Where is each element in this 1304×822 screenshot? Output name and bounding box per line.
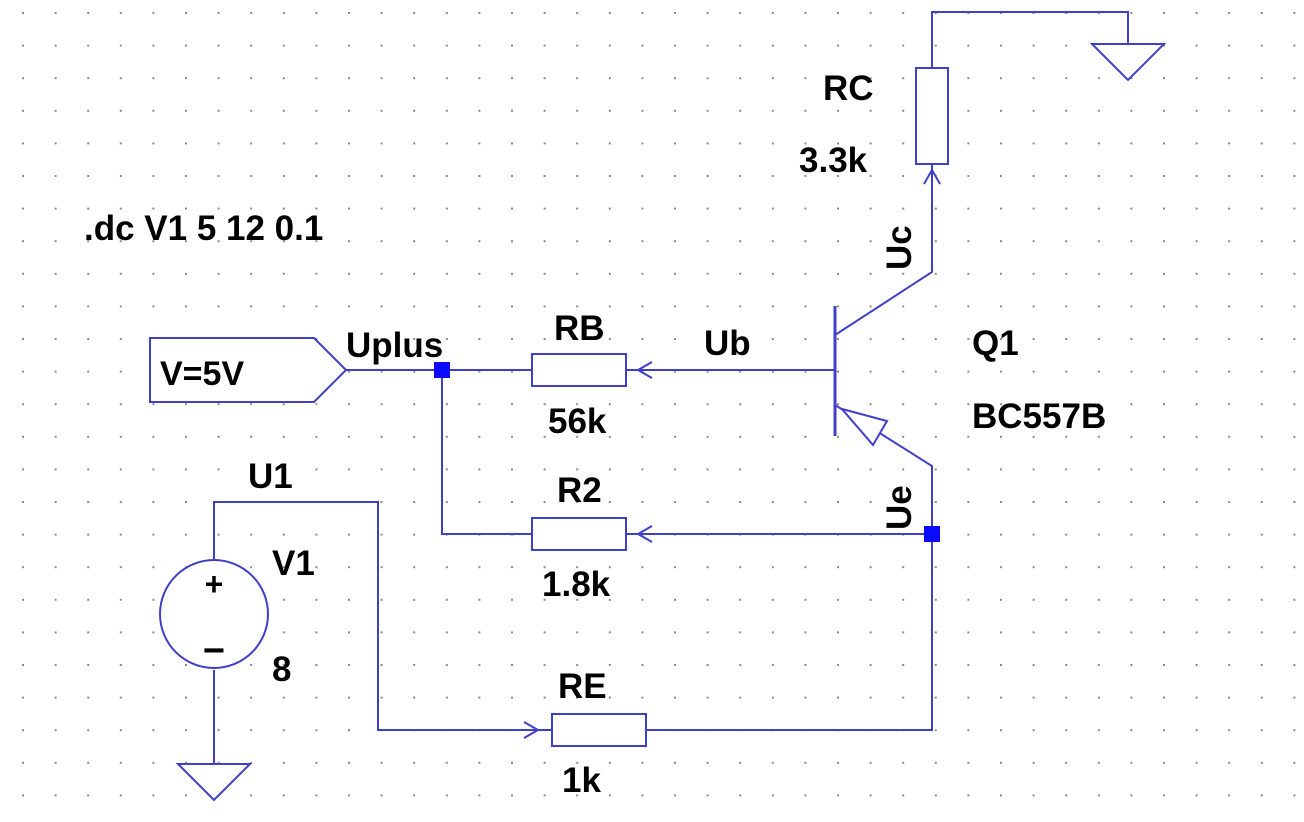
r2-name: R2	[557, 471, 602, 510]
v1-minus-sign: −	[203, 630, 225, 672]
resistor-re[interactable]	[551, 713, 647, 747]
net-label-uc: Uc	[880, 225, 919, 270]
voltage-source-v5-label: V=5V	[160, 355, 244, 393]
junction-ue	[924, 526, 940, 542]
re-value: 1k	[562, 761, 601, 800]
q1-model: BC557B	[972, 397, 1106, 436]
arrow-rc-icon	[923, 167, 941, 185]
arrow-re-icon	[523, 721, 541, 739]
v1-name: V1	[272, 544, 315, 583]
resistor-rb[interactable]	[531, 353, 627, 387]
q1-name: Q1	[972, 324, 1019, 363]
rc-name: RC	[823, 69, 874, 108]
r2-value: 1.8k	[542, 565, 611, 604]
current-arrows	[523, 167, 941, 739]
wire-uc-collector[interactable]	[834, 164, 933, 336]
net-label-ub: Ub	[704, 324, 751, 363]
resistor-r2[interactable]	[531, 517, 627, 551]
rc-value: 3.3k	[799, 141, 868, 180]
arrow-r2-icon	[635, 525, 653, 543]
net-label-ue: Ue	[880, 485, 919, 530]
wire-ue-re[interactable]	[646, 534, 933, 731]
v1-value: 8	[272, 650, 291, 689]
wires	[213, 11, 1129, 764]
net-label-u1: U1	[248, 457, 293, 496]
dc-directive[interactable]: .dc V1 5 12 0.1	[84, 209, 323, 248]
arrow-rb-icon	[635, 361, 653, 379]
rb-name: RB	[554, 309, 605, 348]
wire-rc-top-ground[interactable]	[931, 11, 1129, 68]
transistor-q1[interactable]	[833, 306, 889, 447]
ground-top-icon[interactable]	[1089, 43, 1167, 82]
net-label-uplus: Uplus	[346, 326, 443, 365]
emitter-arrow-icon	[839, 407, 889, 447]
wire-u1[interactable]	[213, 501, 552, 731]
wire-uplus-r2[interactable]	[441, 370, 532, 535]
voltage-source-v1[interactable]	[159, 559, 269, 669]
re-name: RE	[558, 667, 607, 706]
voltage-source-body	[159, 559, 269, 669]
v1-plus-sign: +	[205, 566, 224, 602]
rb-value: 56k	[548, 402, 607, 441]
voltage-source-v5[interactable]	[149, 337, 348, 403]
junction-uplus	[434, 362, 450, 378]
resistor-rc[interactable]	[915, 67, 949, 165]
ground-bottom-icon[interactable]	[175, 763, 253, 802]
